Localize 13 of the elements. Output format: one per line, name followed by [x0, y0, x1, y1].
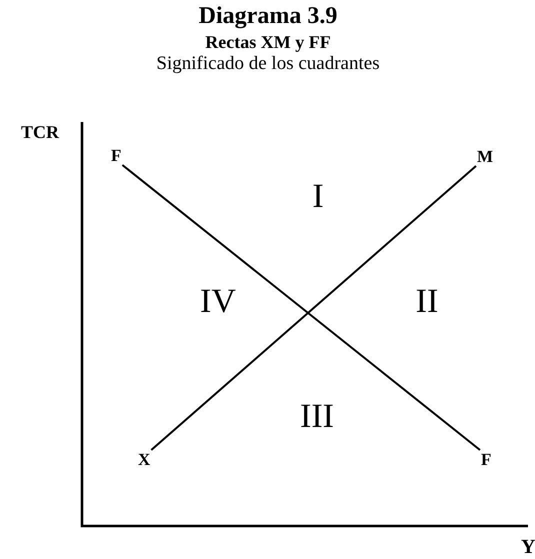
diagram-title: Diagrama 3.9 [198, 4, 338, 28]
quadrant-numeral: III [300, 400, 334, 434]
quadrant-numeral: I [312, 180, 324, 214]
axis-label: Y [521, 537, 535, 557]
curve-label: X [137, 450, 152, 469]
curve-label: F [110, 146, 122, 165]
subtitle: Rectas XM y FF [205, 33, 331, 51]
quadrant-numeral: IV [200, 285, 236, 319]
subtitle: Significado de los cuadrantes [156, 54, 380, 73]
curve-label: M [476, 147, 494, 166]
curve-label: F [480, 450, 492, 469]
axis-label: TCR [21, 123, 60, 141]
quadrant-numeral: II [416, 285, 438, 319]
